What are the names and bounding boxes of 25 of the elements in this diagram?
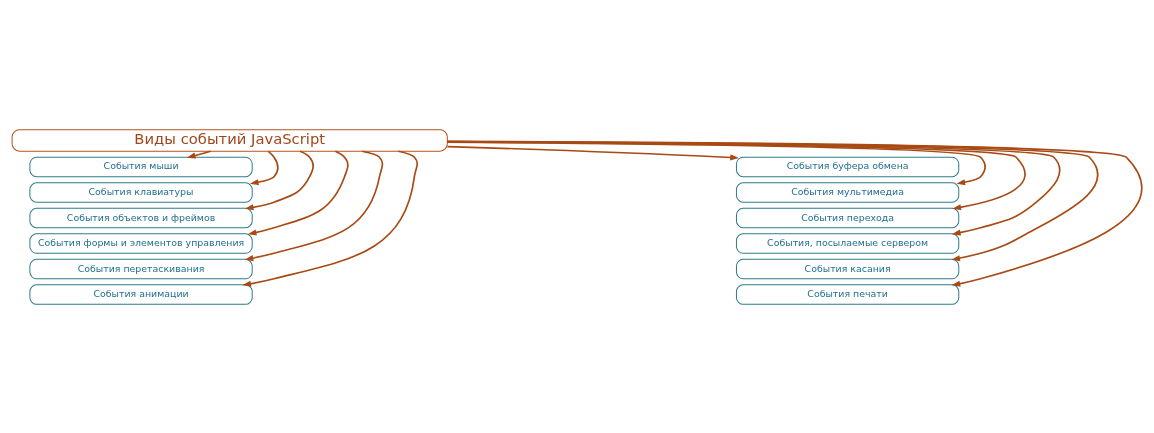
node-box: События касания xyxy=(735,258,960,279)
node-box: События анимации xyxy=(29,283,253,305)
arrow xyxy=(247,149,349,235)
node-box: События объектов и фреймов xyxy=(29,207,253,228)
node-box: События, посылаемые сервером xyxy=(735,232,960,254)
arrow xyxy=(446,140,1099,261)
arrow xyxy=(244,149,314,210)
node-box: События формы и элементов управления xyxy=(29,232,253,254)
arrow xyxy=(446,140,1026,210)
node-box: События буфера обмена xyxy=(735,156,960,177)
node-box: События печати xyxy=(735,283,960,305)
node-box: События перехода xyxy=(735,207,960,228)
arrow xyxy=(446,140,1061,236)
node-box: События мыши xyxy=(29,156,253,177)
arrow xyxy=(446,145,739,160)
arrow xyxy=(446,140,986,185)
node-box: События клавиатуры xyxy=(29,181,253,203)
node-box: Виды событий JavaScript xyxy=(11,128,448,152)
arrow xyxy=(249,149,279,185)
arrow xyxy=(446,139,1143,287)
node-box: События мультимедиа xyxy=(735,181,960,203)
arrow xyxy=(242,149,419,287)
arrow xyxy=(244,149,384,261)
arrow xyxy=(186,149,212,159)
node-box: События перетаскивания xyxy=(29,258,253,279)
